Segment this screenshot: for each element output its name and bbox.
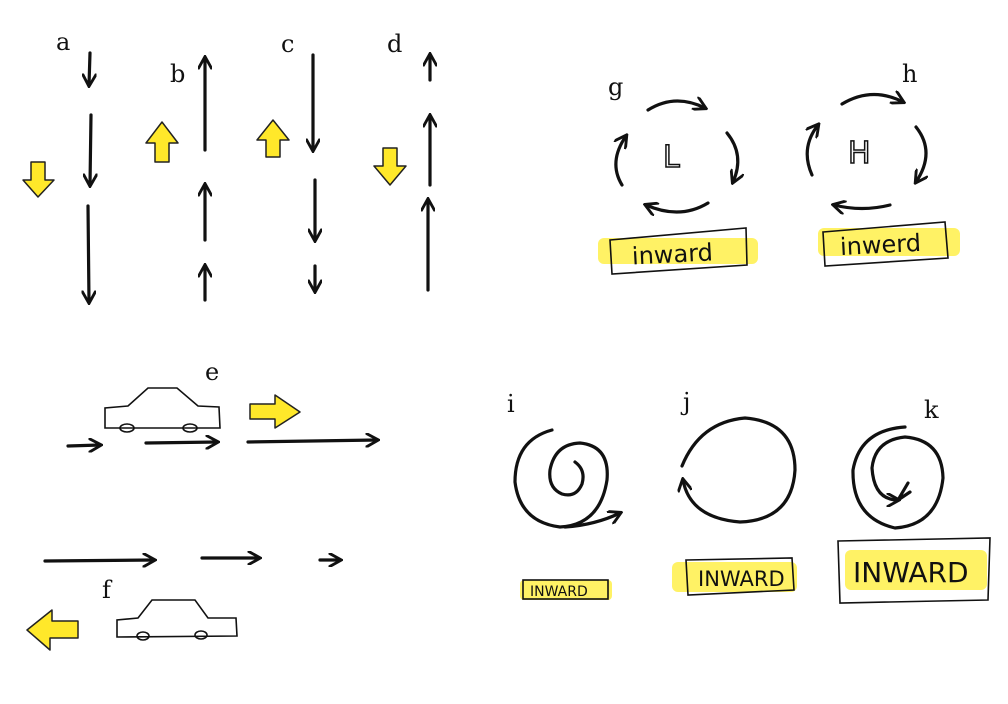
label-h: h (902, 60, 917, 88)
down-arrow-long (88, 204, 89, 302)
label-b: b (170, 60, 185, 88)
right-arrow-long (43, 560, 154, 561)
label-f: f (102, 576, 113, 604)
clockwise-arrow-bottom (834, 205, 892, 209)
box-text: INWARD (698, 567, 785, 591)
label-k: k (924, 396, 939, 424)
panel-e: e (66, 358, 377, 446)
spiral-path (513, 428, 609, 529)
clockwise-arrow-left (616, 136, 626, 187)
label-box-j: INWARD (672, 557, 797, 596)
right-arrow-medium (144, 442, 217, 443)
label-e: e (205, 358, 219, 386)
yellow-right-arrow-icon (249, 394, 301, 429)
counterclockwise-arrow (682, 416, 797, 524)
label-j: j (680, 388, 690, 416)
panel-c: c (256, 30, 315, 291)
label-i: i (507, 390, 515, 418)
spiral-outward-arrow (563, 513, 620, 529)
panel-i: i INWARD (507, 390, 620, 600)
label-box-g: inward (598, 227, 758, 275)
clockwise-arrow-top (840, 94, 903, 106)
panel-a: a (22, 28, 91, 302)
label-a: a (56, 28, 70, 56)
down-arrow-medium (90, 113, 91, 185)
car-icon (116, 599, 238, 641)
clockwise-arrow-bottom (646, 201, 710, 212)
car-icon (104, 387, 221, 433)
letter-h-outline: H (848, 136, 871, 171)
right-arrow-short (66, 445, 100, 446)
down-arrow-short (89, 51, 90, 85)
box-text: INWARD (853, 556, 969, 589)
box-text: inwerd (839, 229, 921, 261)
clockwise-arrow-top (646, 101, 705, 112)
spiral-inward-arrow (851, 425, 945, 530)
panel-j: j INWARD (672, 388, 797, 596)
panel-k: k INWARD (837, 396, 991, 604)
box-text: INWARD (530, 584, 588, 600)
clockwise-arrow-right (916, 125, 926, 182)
panel-g: g L inward (598, 73, 758, 275)
panel-h: h H inwerd (807, 60, 960, 267)
letter-l-outline: L (663, 140, 680, 175)
yellow-down-arrow-icon (22, 161, 55, 198)
panel-b: b (145, 58, 205, 302)
arrowhead (896, 481, 912, 502)
clockwise-arrow-left (807, 125, 818, 177)
label-d: d (387, 30, 402, 58)
label-box-i: INWARD (520, 579, 612, 600)
panel-d: d (373, 30, 430, 292)
label-g: g (608, 73, 623, 101)
panel-f: f (26, 558, 340, 651)
label-box-k: INWARD (837, 537, 991, 604)
yellow-down-arrow-icon (373, 147, 407, 186)
right-arrow-long (246, 440, 377, 442)
clockwise-arrow-right (725, 131, 738, 182)
yellow-up-arrow-icon (145, 121, 179, 163)
yellow-left-arrow-icon (26, 609, 79, 651)
label-box-h: inwerd (818, 221, 960, 267)
box-text: inward (631, 238, 713, 270)
label-c: c (281, 30, 294, 58)
yellow-up-arrow-icon (256, 119, 290, 158)
